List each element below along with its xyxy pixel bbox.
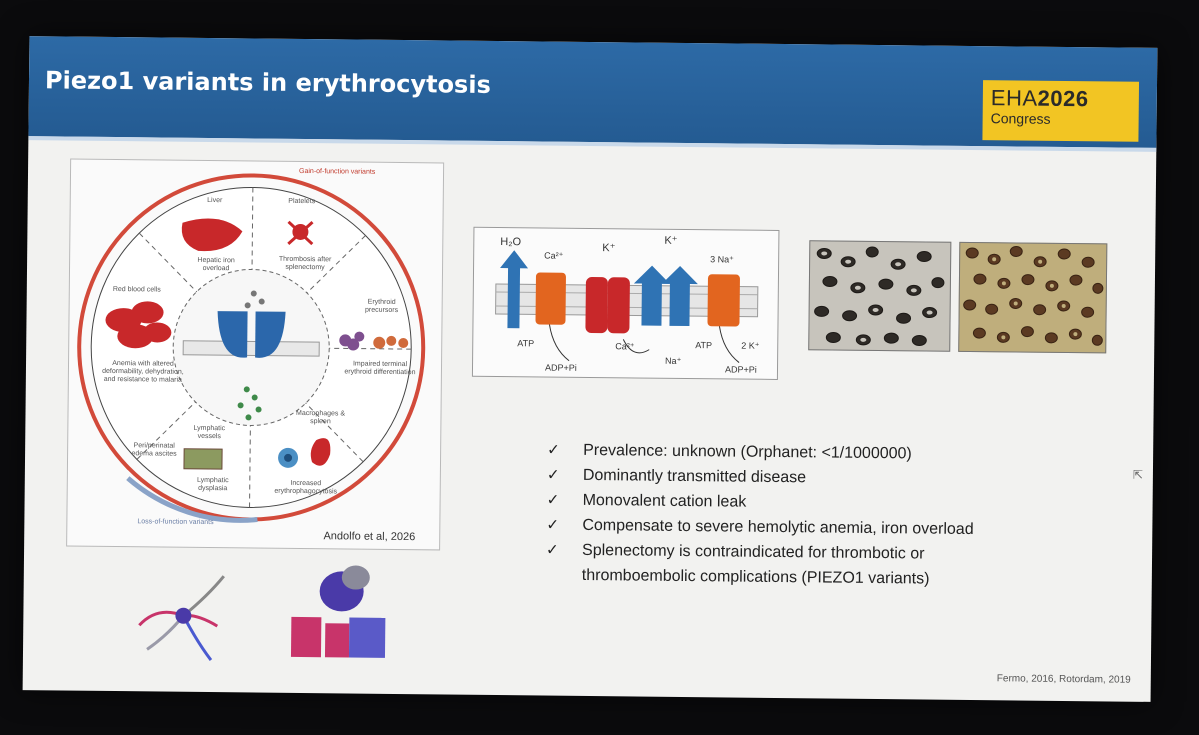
label-3na: 3 Na⁺ xyxy=(710,254,734,265)
segment-label-red-blood-cells: Red blood cells xyxy=(112,285,161,294)
label-adp-left: ADP+Pi xyxy=(544,362,577,373)
segment-label-impaired-differentiation: Impaired terminal erythroid differentiat… xyxy=(344,360,416,377)
segment-label-thrombosis: Thrombosis after splenectomy xyxy=(278,255,332,272)
smear-2-svg xyxy=(963,245,1104,346)
label-k1: K⁺ xyxy=(602,242,616,255)
presentation-slide: Piezo1 variants in erythrocytosis EHA202… xyxy=(22,36,1158,702)
blood-smear-image-2 xyxy=(958,241,1108,354)
label-adp-right: ADP+Pi xyxy=(724,364,757,375)
check-icon: ✓ xyxy=(547,441,560,459)
piezo1-structure-top-view xyxy=(138,575,225,661)
logo-year: 2026 xyxy=(1037,85,1089,112)
segment-label-erythrophagocytosis: Increased erythrophagocytosis xyxy=(274,479,338,496)
membrane-svg xyxy=(495,250,759,363)
logo-subtitle: Congress xyxy=(990,110,1051,127)
blood-smear-image-1 xyxy=(808,240,952,352)
segment-label-edema: Peri/perinatal edema ascites xyxy=(131,442,177,458)
logo-brand: EHA xyxy=(990,85,1038,111)
label-ca-inner: Ca²⁺ xyxy=(615,341,635,352)
segment-label-lymphatic-vessels: Lymphatic vessels xyxy=(193,424,226,441)
figure-citation: Andolfo et al, 2026 xyxy=(323,530,416,544)
smear-1-svg xyxy=(814,246,945,346)
membrane-transport-diagram: H₂O Ca²⁺ K⁺ K⁺ 3 Na⁺ ATP ADP+Pi Ca²⁺ Na⁺… xyxy=(471,226,780,380)
bullet-text: Monovalent cation leak xyxy=(582,491,747,511)
segment-label-hepatic-iron: Hepatic iron overload xyxy=(197,256,235,273)
references-citation: Fermo, 2016, Rotordam, 2019 xyxy=(996,673,1131,686)
segment-label-platelets: Platelets xyxy=(288,197,316,206)
eha-congress-logo: EHA2026 Congress xyxy=(982,80,1140,142)
check-icon: ✓ xyxy=(546,516,560,534)
label-h2o: H₂O xyxy=(500,236,522,249)
segment-label-lymphatic-dysplasia: Lymphatic dysplasia xyxy=(196,476,229,493)
arc-label-loss-of-function: Loss-of-function variants xyxy=(137,518,214,527)
arc-label-gain-of-function: Gain-of-function variants xyxy=(299,167,376,176)
bullet-text: Splenectomy is contraindicated for throm… xyxy=(582,541,925,563)
label-k2: K⁺ xyxy=(664,234,678,247)
label-ca: Ca²⁺ xyxy=(544,250,564,261)
piezo1-organ-wheel-figure: Gain-of-function variants Loss-of-functi… xyxy=(66,158,445,551)
check-icon: ✓ xyxy=(546,466,560,484)
segment-label-erythroid-precursors: Erythroid precursors xyxy=(365,298,399,314)
key-points-list: ✓ Prevalence: unknown (Orphanet: <1/1000… xyxy=(546,438,1088,594)
label-atp-right: ATP xyxy=(695,340,713,351)
bullet-splenectomy-continuation: thromboembolic complications (PIEZO1 var… xyxy=(581,566,930,588)
segment-label-liver: Liver xyxy=(207,196,223,205)
mouse-cursor-icon: ⇱ xyxy=(1132,467,1143,482)
check-icon: ✓ xyxy=(546,491,560,509)
bullet-text: Prevalence: unknown (Orphanet: <1/100000… xyxy=(583,441,912,463)
bullet-text: Dominantly transmitted disease xyxy=(582,466,807,487)
label-na: Na⁺ xyxy=(665,355,682,366)
label-atp-left: ATP xyxy=(517,338,535,349)
slide-header: Piezo1 variants in erythrocytosis EHA202… xyxy=(28,36,1158,152)
wheel-diagram xyxy=(77,173,426,523)
piezo1-structure-side-view xyxy=(290,565,386,658)
check-icon: ✓ xyxy=(546,541,559,559)
segment-label-anemia: Anemia with altered deformability, dehyd… xyxy=(102,359,184,384)
label-2k: 2 K⁺ xyxy=(741,340,760,351)
slide-title: Piezo1 variants in erythrocytosis xyxy=(44,66,491,99)
segment-label-macrophages: Macrophages & spleen xyxy=(295,409,346,426)
